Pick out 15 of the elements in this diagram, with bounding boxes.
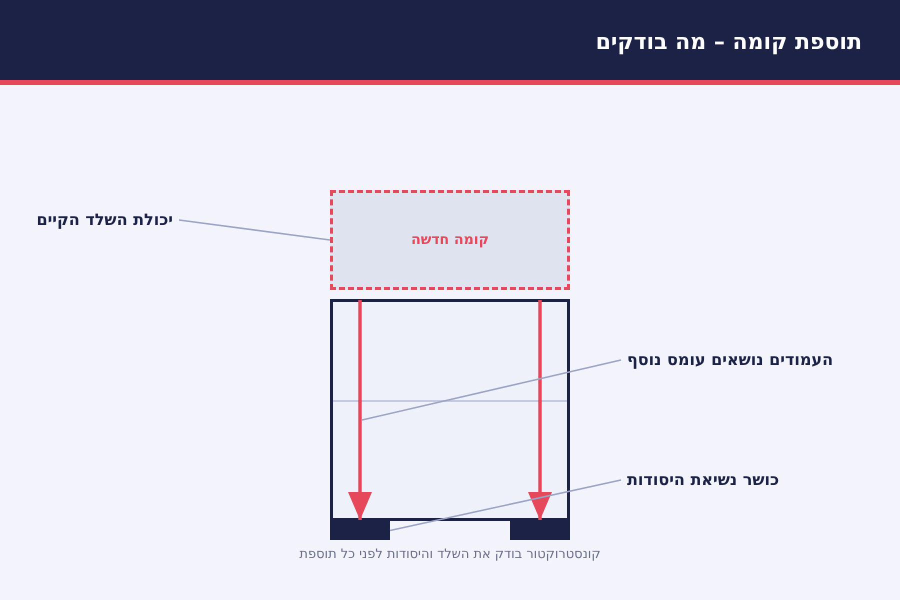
new-floor-box <box>330 190 570 290</box>
footing <box>510 521 570 540</box>
building-frame <box>330 299 570 521</box>
load-arrow <box>348 300 372 520</box>
leader-line <box>390 479 622 532</box>
footing <box>330 521 390 540</box>
leader-line <box>178 219 330 241</box>
caption: קונסטרוקטור בודק את השלד והיסודות לפני כל תוספת <box>299 546 601 563</box>
title: תוספת קומה – מה בודקים <box>596 29 862 57</box>
load-arrow <box>528 300 552 520</box>
callout-label: העמודים נושאים עומס נוסף <box>627 350 834 370</box>
callout-label: כושר נשיאת היסודות <box>627 470 780 490</box>
leader-line <box>362 359 622 421</box>
box-label: קומה חדשה <box>411 232 489 248</box>
callout-label: יכולת השלד הקיים <box>36 210 173 230</box>
